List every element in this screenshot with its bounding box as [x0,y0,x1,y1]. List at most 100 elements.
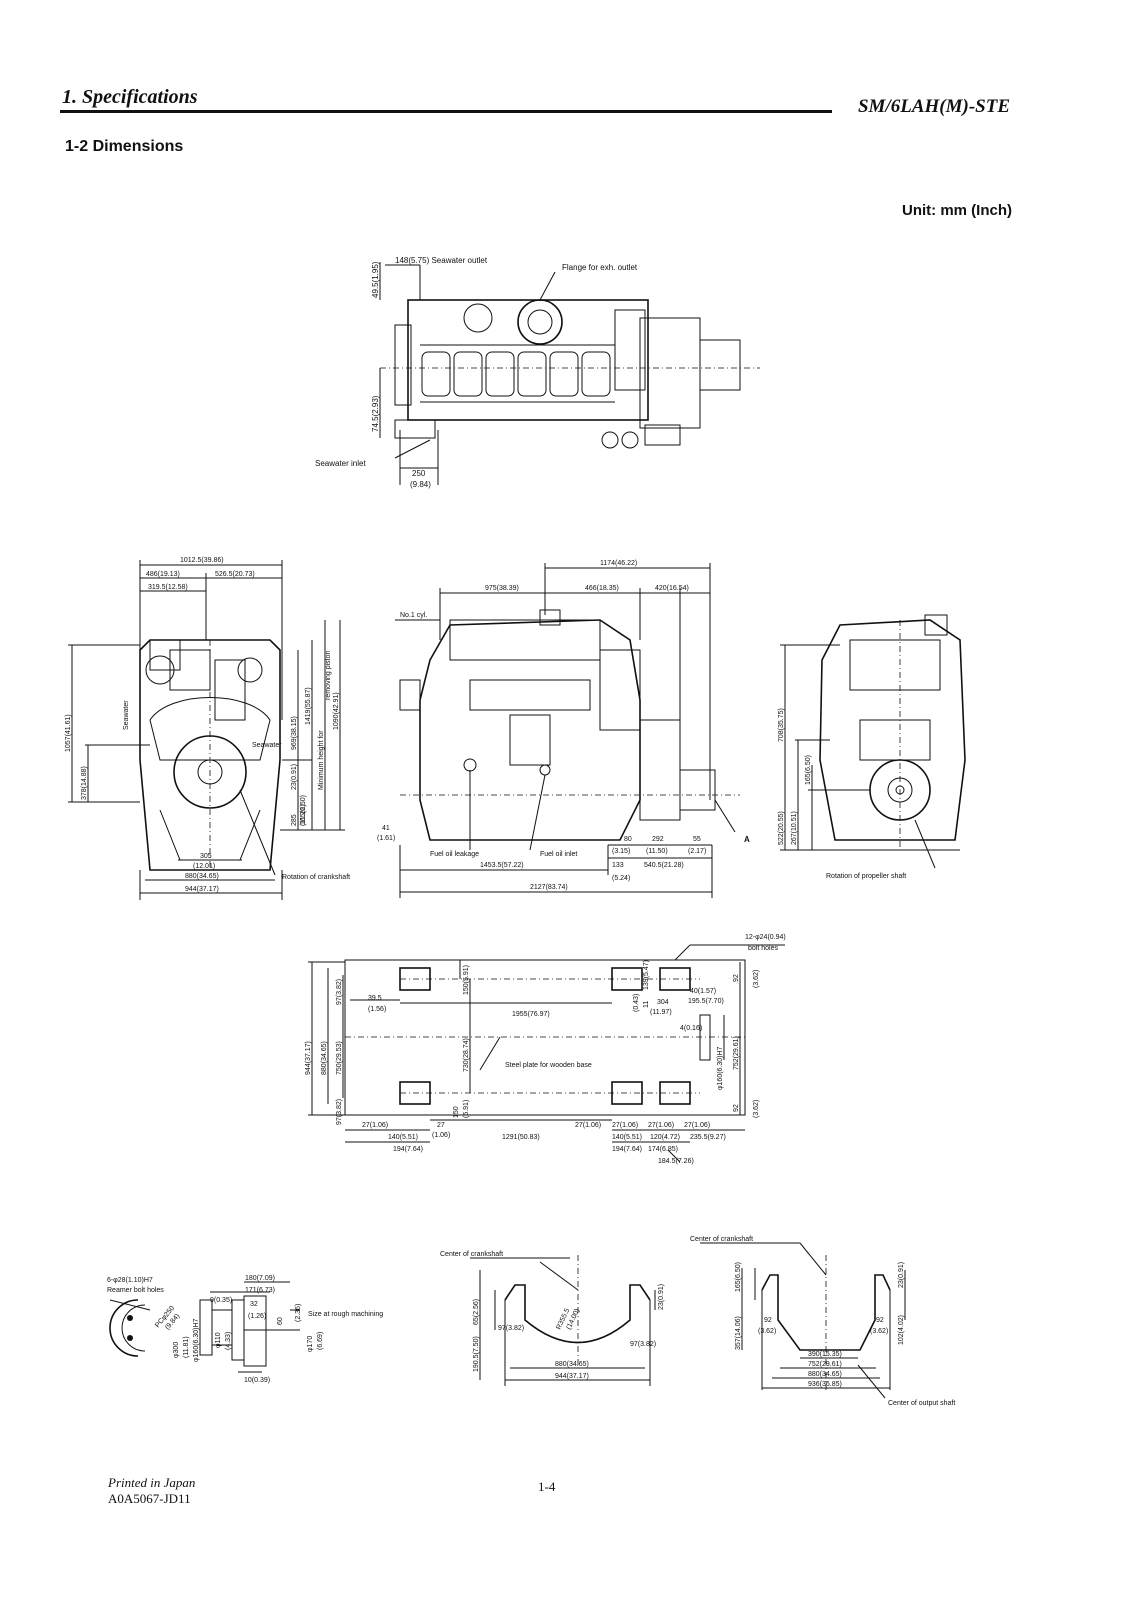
flange-d171: 171(6.73) [245,1287,275,1294]
side-b133: 133 [612,862,624,869]
side-b292: 292 [652,836,664,843]
top-view: 49.5(1.95) 148(5.75) Seawater outlet Fla… [315,256,760,489]
side-b540: 540.5(21.28) [644,862,684,869]
sump-d944: 944(37.17) [555,1373,589,1380]
front-w-total: 1012.5(39.86) [180,557,224,564]
plan-b1291: 1291(50.83) [502,1134,540,1141]
front-seawater-right: Seawater [252,742,282,749]
plan-d1955b: 195.5(7.70) [688,998,724,1005]
plan-v97a: 97(3.82) [336,979,343,1005]
mount-output: Center of output shaft [888,1400,955,1407]
plan-b27e: 27(1.06) [648,1122,674,1129]
mount-d880: 880(34.65) [808,1371,842,1378]
plan-d4: 4(0.16) [680,1025,702,1032]
flange-d180: 180(7.09) [245,1275,275,1282]
front-b-a2: (12.01) [193,863,215,870]
mount-d936: 936(36.85) [808,1381,842,1388]
sump-d65: 65(2.56) [473,1299,480,1325]
plan-b194b: 194(7.64) [612,1146,642,1153]
top-dim-5: Seawater inlet [315,459,366,468]
mount-d390: 390(15.35) [808,1351,842,1358]
front-w-c: 319.5(12.58) [148,584,188,591]
plan-b174: 174(6.85) [648,1146,678,1153]
mount-d92b: 92 [876,1317,884,1324]
side-b1453: 1453.5(57.22) [480,862,524,869]
page-number: 1-4 [538,1479,556,1494]
plan-b120: 120(4.72) [650,1134,680,1141]
flange-d110: φ110 [215,1332,222,1348]
plan-b27c: 27(1.06) [575,1122,601,1129]
side-cyl: No.1 cyl. [400,612,427,619]
plan-d1197: (11.97) [650,1009,672,1016]
front-view: 1012.5(39.86) 486(19.13) 526.5(20.73) 31… [65,557,350,900]
flange-d160: φ160(6.30)H7 [193,1318,200,1362]
plan-v150c: (5.91) [463,1100,470,1118]
mount-d752: 752(29.61) [808,1361,842,1368]
plan-d139: 139(5.47) [643,960,650,990]
side-d41b: (1.61) [377,835,395,842]
flange-d669: (6.69) [317,1332,324,1350]
plan-bolt2: bolt holes [748,945,778,952]
mount-d102: 102(4.02) [898,1315,905,1345]
front-b-b: 880(34.65) [185,873,219,880]
plan-d92b: 92 [733,1104,740,1112]
top-dim-3: Flange for exh. outlet [562,263,638,272]
front-b-a: 305 [200,853,212,860]
side-ref-a: A [744,835,750,844]
front-h-f: 165(6.50) [300,795,307,825]
plan-v160: φ160(6.30)H7 [717,1046,724,1090]
plan-d92a: 92 [733,974,740,982]
plan-b194a: 194(7.64) [393,1146,423,1153]
flange-d10: 10(0.39) [244,1377,270,1384]
plan-d043: (0.43) [633,994,640,1012]
side-t-c: 420(16.54) [655,585,689,592]
side-t-a: 975(38.39) [485,585,519,592]
plan-v750: 750(29.53) [336,1041,343,1075]
flange-d126: (1.26) [248,1313,266,1320]
mount-view: Center of crankshaft 357(14.06) 165(6.50… [690,1236,955,1407]
rear-rotation: Rotation of propeller shaft [826,873,906,880]
top-dim-1: 49.5(1.95) [371,261,380,298]
rear-h267: 267(10.51) [791,811,798,845]
sump-d880: 880(34.65) [555,1361,589,1368]
top-dim-6: 250 [412,469,426,478]
front-h-d: 1090(42.91) [333,692,340,730]
plan-d395b: (1.56) [368,1006,386,1013]
plan-v752: 752(29.61) [733,1036,740,1070]
subsection-title: 1-2 Dimensions [65,138,184,155]
plan-b27f: 27(1.06) [684,1122,710,1129]
side-b80: 80 [624,836,632,843]
mount-d362a: (3.62) [758,1328,776,1335]
side-t-b: 466(18.35) [585,585,619,592]
side-view: 1174(46.22) 975(38.39) 466(18.35) 420(16… [377,560,750,898]
mount-d357: 357(14.06) [735,1316,742,1350]
front-h-c: 1419(55.87) [305,687,312,725]
flange-rough: Size at rough machining [308,1311,383,1318]
top-dim-2: 148(5.75) Seawater outlet [395,256,488,265]
plan-d395: 39.5 [368,995,382,1002]
plan-b27b: 27 [437,1122,445,1129]
sump-d97b: 97(3.82) [630,1341,656,1348]
front-h-total: 1057(41.61) [65,714,72,752]
front-h-c-note: Minimum height for [318,730,325,790]
mount-d362b: (3.62) [870,1328,888,1335]
plan-b2355: 235.5(9.27) [690,1134,726,1141]
plan-b140a: 140(5.51) [388,1134,418,1141]
top-dim-4: 74.5(2.93) [371,395,380,432]
sump-d97a: 97(3.82) [498,1325,524,1332]
front-w-a: 486(19.13) [146,571,180,578]
plan-v880: 880(34.65) [321,1041,328,1075]
plan-view: 12-φ24(0.94) bolt holes 944(37.17) 880(3… [305,934,786,1165]
sump-view: Center of crankshaft 190.5(7.50) 65(2.56… [440,1251,665,1386]
side-d41: 41 [382,825,390,832]
plan-v97b: 97(3.82) [336,1099,343,1125]
front-h-g: 285 [291,814,298,826]
mount-d23: 23(0.91) [898,1262,905,1288]
front-b-c: 944(37.17) [185,886,219,893]
front-w-b: 526.5(20.73) [215,571,255,578]
front-h-c-note2: removing piston [325,650,332,700]
flange-d9: 9(0.35) [210,1297,232,1304]
plan-bolt: 12-φ24(0.94) [745,934,786,941]
plan-steel: Steel plate for wooden base [505,1062,592,1069]
